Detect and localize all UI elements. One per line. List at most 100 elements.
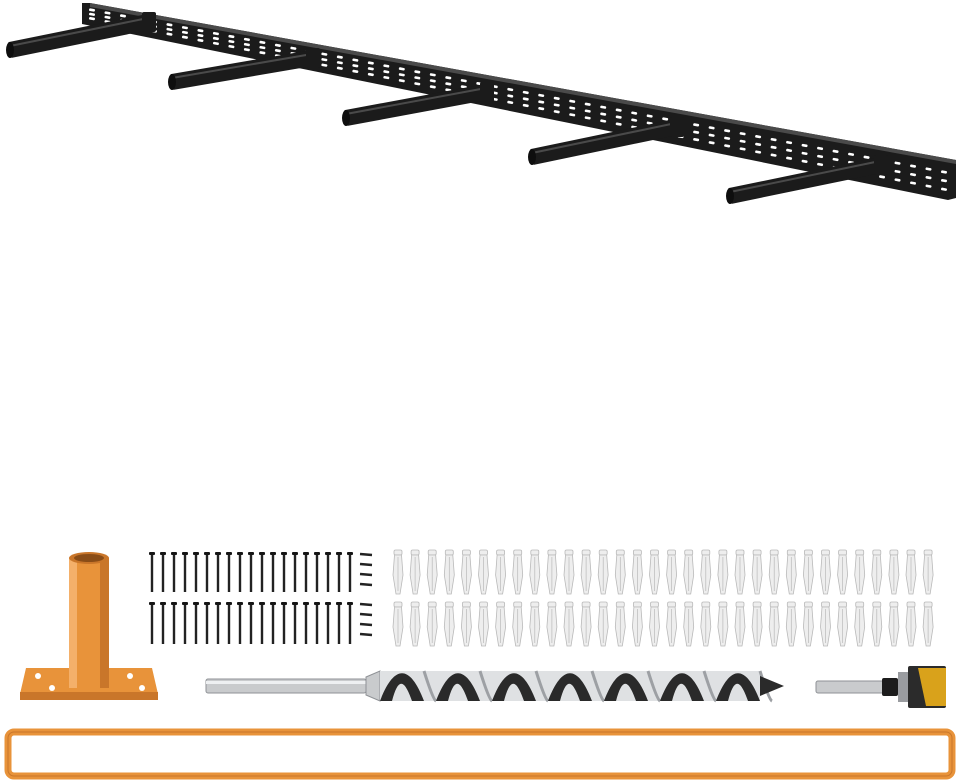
auger-flute-edge [534, 670, 550, 703]
bracket-slot [274, 48, 281, 53]
support-rod-highlight [729, 160, 881, 193]
bracket-slot [460, 79, 467, 83]
bracket-slot [894, 178, 901, 182]
screw-head [193, 552, 199, 555]
bracket-slot [910, 172, 917, 177]
screw-head [347, 602, 353, 605]
anchor-head [410, 601, 420, 608]
bracket-slot [228, 34, 235, 39]
bracket-slot [352, 64, 359, 68]
screw-head [204, 602, 210, 605]
bracket-slot [894, 161, 901, 165]
small-screw [359, 602, 373, 607]
jig-tube-shade [100, 558, 109, 688]
bracket-slot [739, 139, 746, 143]
bracket-slot [290, 46, 297, 50]
small-screw [359, 622, 373, 627]
screw-head [281, 552, 287, 555]
anchor-head [633, 549, 642, 556]
anchor-head [735, 601, 745, 608]
bracket-slot [600, 112, 607, 116]
screw-head [171, 552, 177, 555]
anchor-head [906, 601, 916, 608]
bracket-slot [569, 113, 576, 117]
bracket-slot [197, 38, 204, 42]
bracket-slot [941, 170, 947, 174]
screw-head [259, 602, 265, 605]
anchor-head [581, 549, 591, 556]
bracket-slot [336, 66, 343, 70]
anchor-head [838, 549, 847, 556]
bracket-slot [166, 27, 173, 32]
bracket-slot [383, 70, 390, 74]
anchor-head [684, 601, 694, 608]
bracket-slot [569, 99, 576, 103]
screw-head [204, 552, 210, 555]
wood-screw-icon [149, 552, 373, 644]
drilling-template-icon [4, 728, 956, 780]
bracket-slot [801, 159, 808, 163]
bracket-edge-highlight [90, 3, 956, 164]
anchor-head [804, 601, 813, 608]
bracket-slot [739, 132, 746, 136]
bracket-slot [445, 76, 452, 80]
screw-head [336, 602, 342, 605]
bracket-slot [584, 102, 591, 106]
bracket-slot [863, 155, 870, 159]
anchor-head [735, 549, 745, 556]
small-screw [359, 612, 373, 617]
bracket-slot [615, 108, 622, 112]
bracket-slot [321, 58, 328, 62]
support-rod-collar [670, 117, 684, 137]
bracket-slot [817, 154, 824, 159]
bracket-slot [538, 100, 545, 104]
router-cutter-edge [918, 668, 946, 706]
jig-tube-opening [74, 554, 104, 562]
bracket-slot [786, 156, 793, 160]
template-frame [4, 728, 956, 780]
bracket-slot [600, 119, 607, 123]
screw-head [237, 552, 243, 555]
bracket-slot [414, 76, 421, 80]
bracket-slot [336, 61, 343, 65]
bracket-slot [414, 82, 421, 86]
bracket-slot [181, 26, 188, 30]
bracket-slot [817, 146, 824, 151]
screw-head [347, 552, 353, 555]
auger-flute [436, 673, 480, 701]
bracket-slot [693, 138, 700, 142]
router-body [898, 672, 910, 702]
anchor-head [513, 549, 523, 556]
bracket-slot [801, 151, 808, 156]
support-rod-collar [142, 12, 156, 32]
bracket-slot [879, 175, 886, 179]
bracket-slot [538, 106, 545, 111]
bracket-slot [507, 94, 514, 98]
bracket-slot [197, 29, 204, 33]
anchor-head [718, 601, 728, 608]
anchor-head [598, 549, 608, 556]
bracket-slot [615, 115, 622, 119]
screw-head [149, 602, 155, 605]
drill-guide-jig-icon [20, 552, 158, 700]
support-rod-highlight [9, 17, 149, 47]
screw-head [160, 602, 166, 605]
screw-head [215, 552, 221, 555]
support-rod-highlight [531, 122, 677, 154]
bracket-slot [925, 184, 932, 188]
bracket-slot [770, 137, 777, 142]
bracket-slot [259, 40, 266, 45]
bracket-slot [228, 44, 235, 49]
auger-flute-edge [702, 670, 718, 703]
bracket-slot [724, 129, 731, 133]
bracket-slot [708, 133, 715, 137]
anchor-head [496, 601, 506, 608]
bracket-slot [181, 35, 188, 39]
anchor-head [872, 601, 882, 608]
small-screw [359, 562, 373, 567]
anchor-head [598, 601, 608, 608]
support-rod-end [6, 42, 14, 58]
bracket-slot [429, 85, 436, 89]
bracket-slot [553, 110, 560, 114]
